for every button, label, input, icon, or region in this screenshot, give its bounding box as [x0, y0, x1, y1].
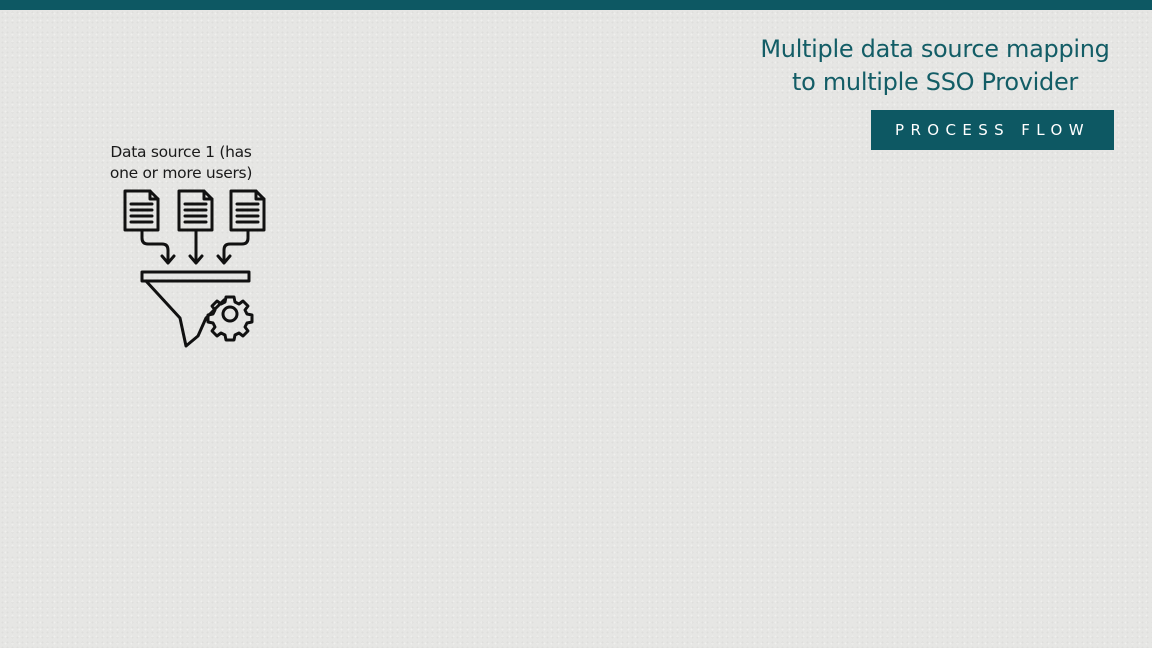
data-source-label: Data source 1 (has one or more users): [98, 142, 264, 184]
document-icon: [177, 189, 214, 232]
arrow-down-icon: [188, 228, 204, 265]
arrow-down-icon: [216, 228, 250, 265]
gear-icon: [206, 295, 254, 342]
document-icon: [123, 189, 160, 232]
top-accent-bar: [0, 0, 1152, 10]
slide-title-line-2: to multiple SSO Provider: [792, 68, 1078, 96]
data-source-label-line-1: Data source 1 (has: [110, 143, 252, 161]
data-source-label-line-2: one or more users): [109, 164, 253, 182]
data-source-funnel-graphic: [123, 189, 266, 348]
process-flow-badge: PROCESS FLOW: [871, 110, 1114, 150]
document-icon: [229, 189, 266, 232]
slide-title: Multiple data source mapping to multiple…: [693, 33, 1113, 99]
slide-title-line-1: Multiple data source mapping: [760, 35, 1110, 63]
arrow-down-icon: [140, 228, 176, 265]
